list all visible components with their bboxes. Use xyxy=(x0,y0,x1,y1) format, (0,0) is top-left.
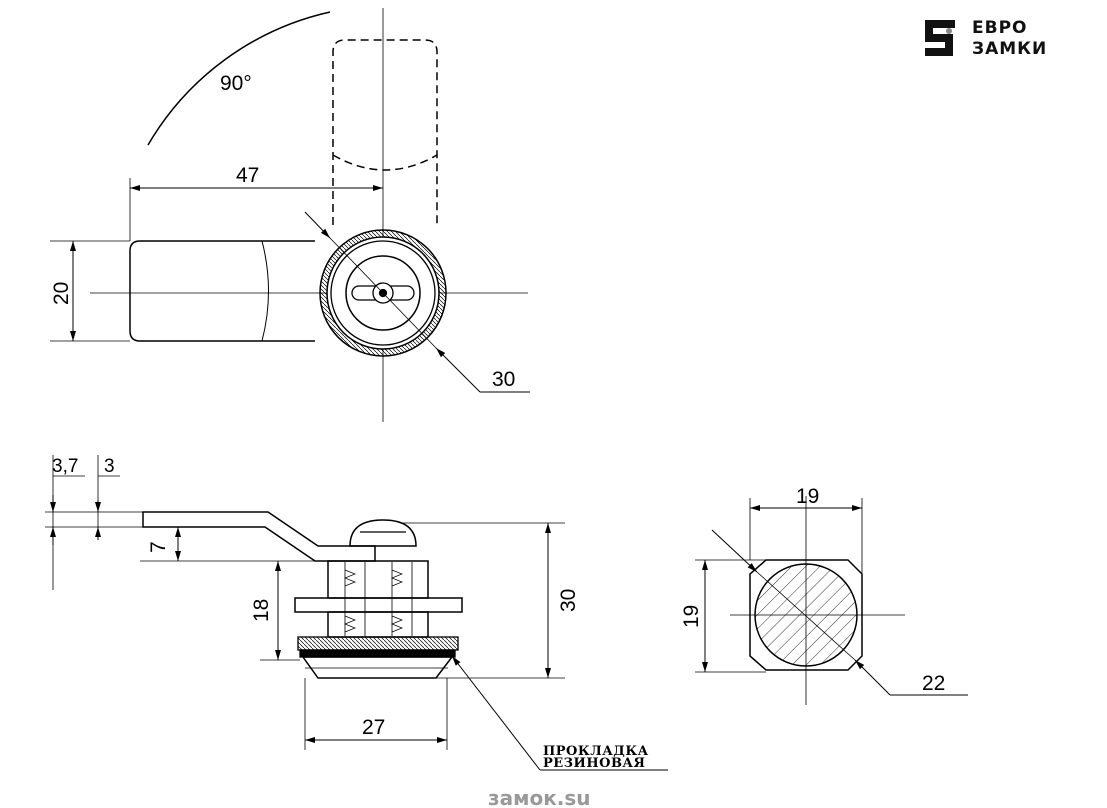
dim-total-30: 30 xyxy=(557,589,580,612)
logo-line2: ЗАМКИ xyxy=(972,39,1047,59)
gasket-label-line1: ПРОКЛАДКА xyxy=(543,744,649,759)
dim-step-7: 7 xyxy=(147,541,170,553)
angle-label: 90° xyxy=(220,72,252,95)
dim-body-18: 18 xyxy=(250,599,273,622)
logo-line1: ЕВРО xyxy=(972,18,1027,38)
dim-width-19: 19 xyxy=(796,485,819,508)
end-view xyxy=(695,496,968,705)
dim-bezel-27: 27 xyxy=(362,716,385,739)
dim-diameter-30: 30 xyxy=(492,368,515,391)
evrozamki-logo: ЕВРО ЗАМКИ xyxy=(925,18,1047,59)
watermark: замок.su xyxy=(488,786,591,808)
dim-width-20: 20 xyxy=(50,282,73,305)
dim-offset-3-7: 3,7 xyxy=(52,456,78,477)
side-view xyxy=(45,455,668,771)
dim-offset-3: 3 xyxy=(104,456,115,477)
dim-length-47: 47 xyxy=(236,164,259,187)
gasket-label-line2: РЕЗИНОВАЯ xyxy=(543,756,646,771)
dim-height-19: 19 xyxy=(680,605,703,628)
dim-diag-22: 22 xyxy=(922,672,945,695)
top-view xyxy=(50,8,530,422)
